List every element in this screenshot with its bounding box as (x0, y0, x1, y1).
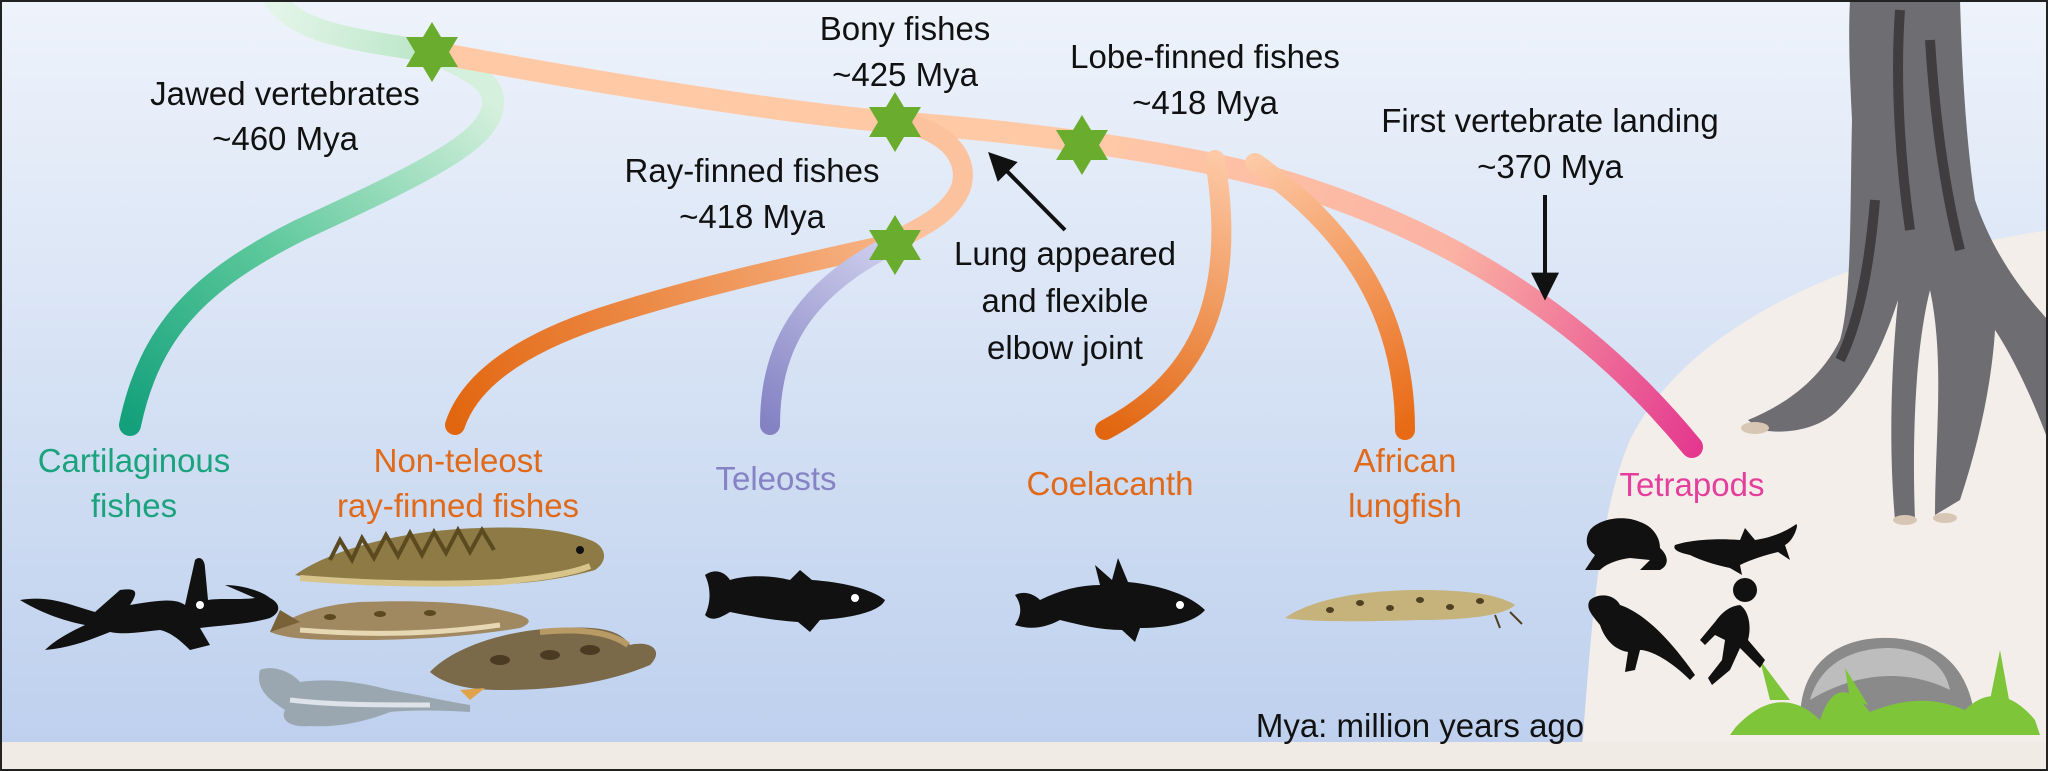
shark-silhouette-icon (20, 557, 279, 650)
taxon-cartilaginous-line-2: fishes (91, 487, 177, 524)
branch-non-teleost (445, 233, 905, 435)
ground-strip (0, 742, 2048, 771)
taxon-coelacanth: Coelacanth (1027, 465, 1194, 502)
gar-image-icon (270, 601, 529, 640)
lung-arrow (988, 152, 1067, 232)
node-marker-lobe (1056, 115, 1108, 175)
taxon-non-teleost-line-2: ray-finned fishes (337, 487, 579, 524)
runner-silhouette-icon (1700, 578, 1765, 685)
taxa-labels: Cartilaginous fishes Non-teleost ray-fin… (38, 442, 1765, 524)
taxon-lungfish-line-1: African (1354, 442, 1457, 479)
node-marker-bony (869, 92, 921, 152)
paddlefish-image-icon (259, 668, 470, 727)
frog-silhouette-icon (1585, 518, 1667, 570)
landing-age: ~370 Mya (1477, 148, 1623, 185)
lung-note-line-1: Lung appeared (954, 235, 1176, 272)
jawed-age: ~460 Mya (212, 120, 358, 157)
bird-silhouette-icon (1588, 595, 1695, 680)
tree-roots-icon (1741, 0, 2048, 525)
lobe-name: Lobe-finned fishes (1070, 38, 1340, 75)
teleost-silhouette-icon (705, 570, 885, 632)
taxon-lungfish-line-2: lungfish (1348, 487, 1462, 524)
taxon-teleosts: Teleosts (715, 460, 836, 497)
node-marker-ray (869, 215, 921, 275)
land-area (1580, 230, 2048, 771)
bony-name: Bony fishes (820, 10, 991, 47)
lungfish-image-icon (1285, 590, 1523, 629)
branch-cartilaginous (119, 41, 505, 436)
branch-lungfish (1245, 153, 1415, 440)
coelacanth-silhouette-icon (1015, 558, 1205, 642)
lung-note-line-2: and flexible (982, 282, 1149, 319)
lizard-silhouette-icon (1674, 524, 1797, 575)
branch-coelacanth (1095, 150, 1232, 440)
jawed-name: Jawed vertebrates (150, 75, 420, 112)
taxon-tetrapods: Tetrapods (1620, 466, 1765, 503)
bichir-image-icon (295, 525, 605, 587)
branch-root (264, 0, 443, 63)
node-marker-jawed (406, 22, 458, 82)
branch-teleosts (760, 233, 905, 435)
ray-name: Ray-finned fishes (625, 152, 880, 189)
ray-age: ~418 Mya (679, 198, 825, 235)
node-markers (406, 22, 1108, 275)
grass-patch (1730, 650, 2040, 735)
node-labels: Jawed vertebrates ~460 Mya Bony fishes ~… (150, 10, 1719, 366)
lung-note-line-3: elbow joint (987, 329, 1143, 366)
landing-name: First vertebrate landing (1381, 102, 1719, 139)
lobe-age: ~418 Mya (1132, 84, 1278, 121)
taxon-cartilaginous-line-1: Cartilaginous (38, 442, 231, 479)
snakehead-image-icon (430, 627, 657, 700)
footnote: Mya: million years ago (1256, 707, 1584, 744)
bony-age: ~425 Mya (832, 56, 978, 93)
taxon-non-teleost-line-1: Non-teleost (374, 442, 543, 479)
